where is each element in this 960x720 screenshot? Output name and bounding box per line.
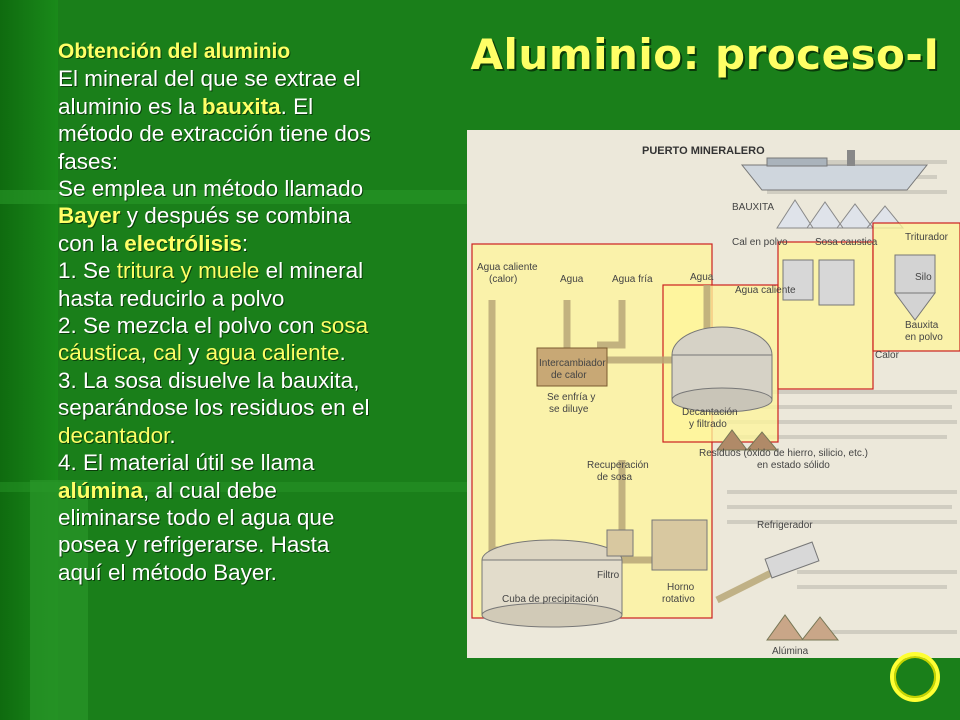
label-bauxita-polvo: en polvo: [905, 332, 943, 343]
label-horno: Horno: [667, 582, 695, 593]
text-segment: y después se combina: [120, 203, 351, 229]
label-residuos: Residuos (óxido de hierro, silicio, etc.…: [699, 448, 868, 459]
label-filtro: Filtro: [597, 570, 620, 581]
label-intercambiador: de calor: [551, 370, 587, 381]
label-recuperacion: Recuperación: [587, 460, 649, 471]
label-puerto: PUERTO MINERALERO: [642, 145, 765, 157]
paragraph-line: separándose los residuos en el: [58, 394, 458, 421]
label-recuperacion: de sosa: [597, 472, 632, 483]
paragraph-line: cáustica, cal y agua caliente.: [58, 339, 458, 366]
text-segment: 3. La sosa disuelve la bauxita,: [58, 367, 360, 393]
label-cal-polvo: Cal en polvo: [732, 237, 788, 248]
label-calor: Calor: [875, 350, 900, 361]
subtitle: Obtención del aluminio: [58, 40, 291, 63]
process-diagram: PUERTO MINERALERO BAUXITA: [467, 130, 960, 658]
paragraph-line: Se emplea un método llamado: [58, 175, 458, 202]
label-bauxita-polvo: Bauxita: [905, 320, 939, 331]
paragraph-line: decantador.: [58, 422, 458, 449]
paragraph-line: aquí el método Bayer.: [58, 559, 458, 586]
label-silo: Silo: [915, 272, 932, 283]
label-refrigerador: Refrigerador: [757, 520, 813, 531]
highlighted-term: Bayer: [58, 203, 121, 229]
text-segment: El mineral del que se extrae el: [58, 66, 361, 92]
diagram-svg: PUERTO MINERALERO BAUXITA: [471, 145, 960, 657]
highlighted-term: sosa: [320, 313, 369, 339]
text-segment: separándose los residuos en el: [58, 395, 370, 421]
highlighted-term: agua caliente: [205, 340, 340, 366]
text-segment: eliminarse todo el agua que: [58, 504, 335, 530]
label-sosa-caustica: Sosa caustica: [815, 237, 878, 248]
label-agua-top: Agua: [690, 272, 714, 283]
paragraph-line: método de extracción tiene dos: [58, 120, 458, 147]
text-segment: Se emplea un método llamado: [58, 176, 364, 202]
label-agua-fria: Agua fría: [612, 274, 653, 285]
paragraph-line: eliminarse todo el agua que: [58, 504, 458, 531]
label-intercambiador: Intercambiador: [539, 358, 606, 369]
text-block: Obtención del aluminio El mineral del qu…: [58, 38, 458, 586]
text-segment: .: [169, 422, 176, 448]
background-stripe: [0, 190, 470, 204]
paragraph-line: hasta reducirlo a polvo: [58, 285, 458, 312]
background-stripe: [0, 482, 470, 492]
paragraph-line: aluminio es la bauxita. El: [58, 93, 458, 120]
circle-ring-icon: [890, 652, 940, 702]
highlighted-term: electrólisis: [124, 230, 242, 256]
label-bauxita: BAUXITA: [732, 202, 774, 213]
highlighted-term: alúmina: [58, 477, 144, 503]
highlighted-term: tritura y muele: [116, 258, 260, 284]
label-agua-caliente: Agua caliente: [477, 262, 538, 273]
paragraph-line: El mineral del que se extrae el: [58, 65, 458, 92]
label-agua: Agua: [560, 274, 584, 285]
label-alumina: Alúmina: [772, 646, 809, 657]
paragraph-line: Bayer y después se combina: [58, 202, 458, 229]
text-segment: y: [181, 340, 206, 366]
paragraph-line: con la electrólisis:: [58, 230, 458, 257]
text-segment: ,: [140, 340, 154, 366]
text-segment: , al cual debe: [143, 477, 277, 503]
highlighted-term: bauxita: [201, 93, 281, 119]
label-horno: rotativo: [662, 594, 695, 605]
label-cuba: Cuba de precipitación: [502, 594, 599, 605]
paragraph-line: 4. El material útil se llama: [58, 449, 458, 476]
label-se-enfria: Se enfría y: [547, 392, 595, 403]
text-segment: método de extracción tiene dos: [58, 121, 371, 147]
text-segment: 4. El material útil se llama: [58, 450, 315, 476]
label-residuos: en estado sólido: [757, 460, 830, 471]
slide-title: Aluminio: proceso-I: [470, 30, 940, 79]
paragraph-line: alúmina, al cual debe: [58, 477, 458, 504]
paragraph-line: posea y refrigerarse. Hasta: [58, 531, 458, 558]
label-agua-caliente: (calor): [489, 274, 517, 285]
label-decantacion: y filtrado: [689, 419, 727, 430]
ship-icon: [740, 150, 929, 191]
text-segment: 1. Se: [58, 258, 117, 284]
text-segment: el mineral: [259, 258, 364, 284]
text-segment: . El: [280, 93, 314, 119]
text-segment: aquí el método Bayer.: [58, 559, 277, 585]
paragraph-line: 2. Se mezcla el polvo con sosa: [58, 312, 458, 339]
highlighted-term: decantador: [58, 422, 170, 448]
paragraph-line: 3. La sosa disuelve la bauxita,: [58, 367, 458, 394]
paragraph-line: fases:: [58, 148, 458, 175]
text-segment: con la: [58, 230, 125, 256]
text-segment: aluminio es la: [58, 93, 202, 119]
label-se-enfria: se diluye: [549, 404, 589, 415]
background-stripe: [30, 480, 88, 720]
text-segment: :: [241, 230, 249, 256]
label-decantacion: Decantación: [682, 407, 738, 418]
text-segment: fases:: [58, 148, 119, 174]
highlighted-term: cal: [153, 340, 182, 366]
text-segment: 2. Se mezcla el polvo con: [58, 313, 321, 339]
highlighted-term: cáustica: [58, 340, 141, 366]
label-agua-caliente-mid: Agua caliente: [735, 285, 796, 296]
paragraph-line: 1. Se tritura y muele el mineral: [58, 257, 458, 284]
text-segment: hasta reducirlo a polvo: [58, 285, 285, 311]
text-segment: posea y refrigerarse. Hasta: [58, 532, 330, 558]
text-segment: .: [339, 340, 346, 366]
label-triturador: Triturador: [905, 232, 949, 243]
